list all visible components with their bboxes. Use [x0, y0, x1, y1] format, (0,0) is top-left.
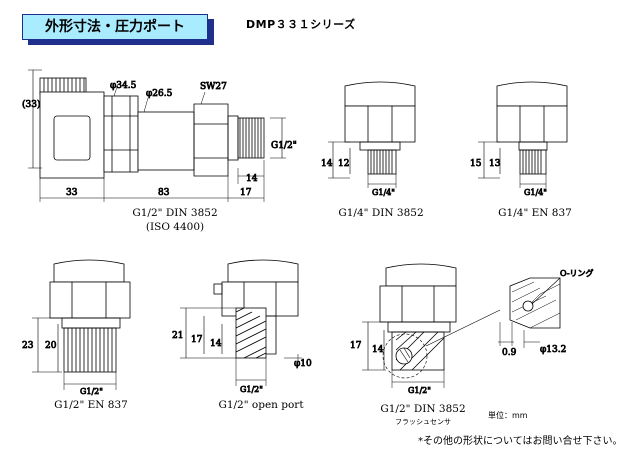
- drawing-g12-open: 21 17 14 φ10 G1/2": [172, 259, 312, 394]
- dim-d265: φ26.5: [146, 89, 173, 99]
- dim-w33: 33: [66, 188, 78, 198]
- dim-d: φ10: [294, 359, 312, 369]
- drawing-g12-en: 23 20 G1/2": [22, 259, 131, 396]
- dim-33h: (33): [22, 99, 40, 110]
- unit-label: 単位：mm: [488, 411, 528, 420]
- dim-a: 23: [22, 341, 34, 351]
- dim-w14: 14: [246, 174, 258, 184]
- dim-09: 0.9: [502, 348, 517, 358]
- dim-a: 15: [470, 159, 482, 169]
- dim-b: 12: [338, 159, 349, 169]
- dim-a: 21: [172, 331, 183, 341]
- dim-b: 14: [372, 345, 384, 355]
- dim-g: G1/2": [80, 387, 103, 396]
- dim-g: G1/2": [240, 385, 263, 394]
- dim-a: 14: [321, 159, 333, 169]
- caption-main: G1/2" DIN 3852: [132, 207, 218, 219]
- dim-w17: 17: [240, 188, 252, 198]
- dim-d132: φ13.2: [540, 345, 566, 355]
- o-ring-label: O-リング: [560, 268, 594, 278]
- dim-b: 13: [489, 159, 501, 169]
- caption-g12-en: G1/2" EN 837: [54, 399, 128, 411]
- section-header: 外形寸法・圧力ポート: [22, 14, 214, 45]
- drawing-g14-en: 15 13 G1/4": [470, 81, 568, 197]
- dim-w83: 83: [158, 188, 170, 198]
- dim-b: 17: [191, 335, 203, 345]
- dim-a: 17: [350, 341, 362, 351]
- caption-g12-flush: G1/2" DIN 3852: [380, 403, 466, 415]
- drawing-g12-flush: 17 14 G1/2" O-リング 0.9 φ13.2: [350, 263, 594, 395]
- dim-g: G1/4": [524, 188, 547, 197]
- footnote: *その他の形状についてはお問い合せ下さい。: [418, 436, 623, 447]
- dim-b: 20: [45, 341, 57, 351]
- drawing-g14-din: 14 12 G1/4": [321, 81, 416, 197]
- caption-g12-flush-sub: フラッシュセンサ: [395, 418, 451, 426]
- dim-g: G1/4": [372, 188, 395, 197]
- caption-g12-open: G1/2" open port: [218, 399, 304, 411]
- caption-g14-en: G1/4" EN 837: [498, 207, 572, 219]
- drawing-main-transmitter: (33) φ34.5 φ26.5 SW27 G1/2" 14 33 83 17: [22, 69, 297, 202]
- dim-c: 14: [210, 339, 222, 349]
- dim-g: G1/2": [408, 386, 431, 395]
- section-title: 外形寸法・圧力ポート: [22, 14, 208, 40]
- dim-g12: G1/2": [271, 141, 297, 151]
- caption-main-sub: (ISO 4400): [145, 221, 205, 233]
- caption-g14-din: G1/4" DIN 3852: [338, 207, 424, 219]
- series-name: DMP３３１シリーズ: [246, 18, 356, 31]
- dim-d345: φ34.5: [110, 81, 137, 91]
- dim-sw27: SW27: [200, 82, 227, 92]
